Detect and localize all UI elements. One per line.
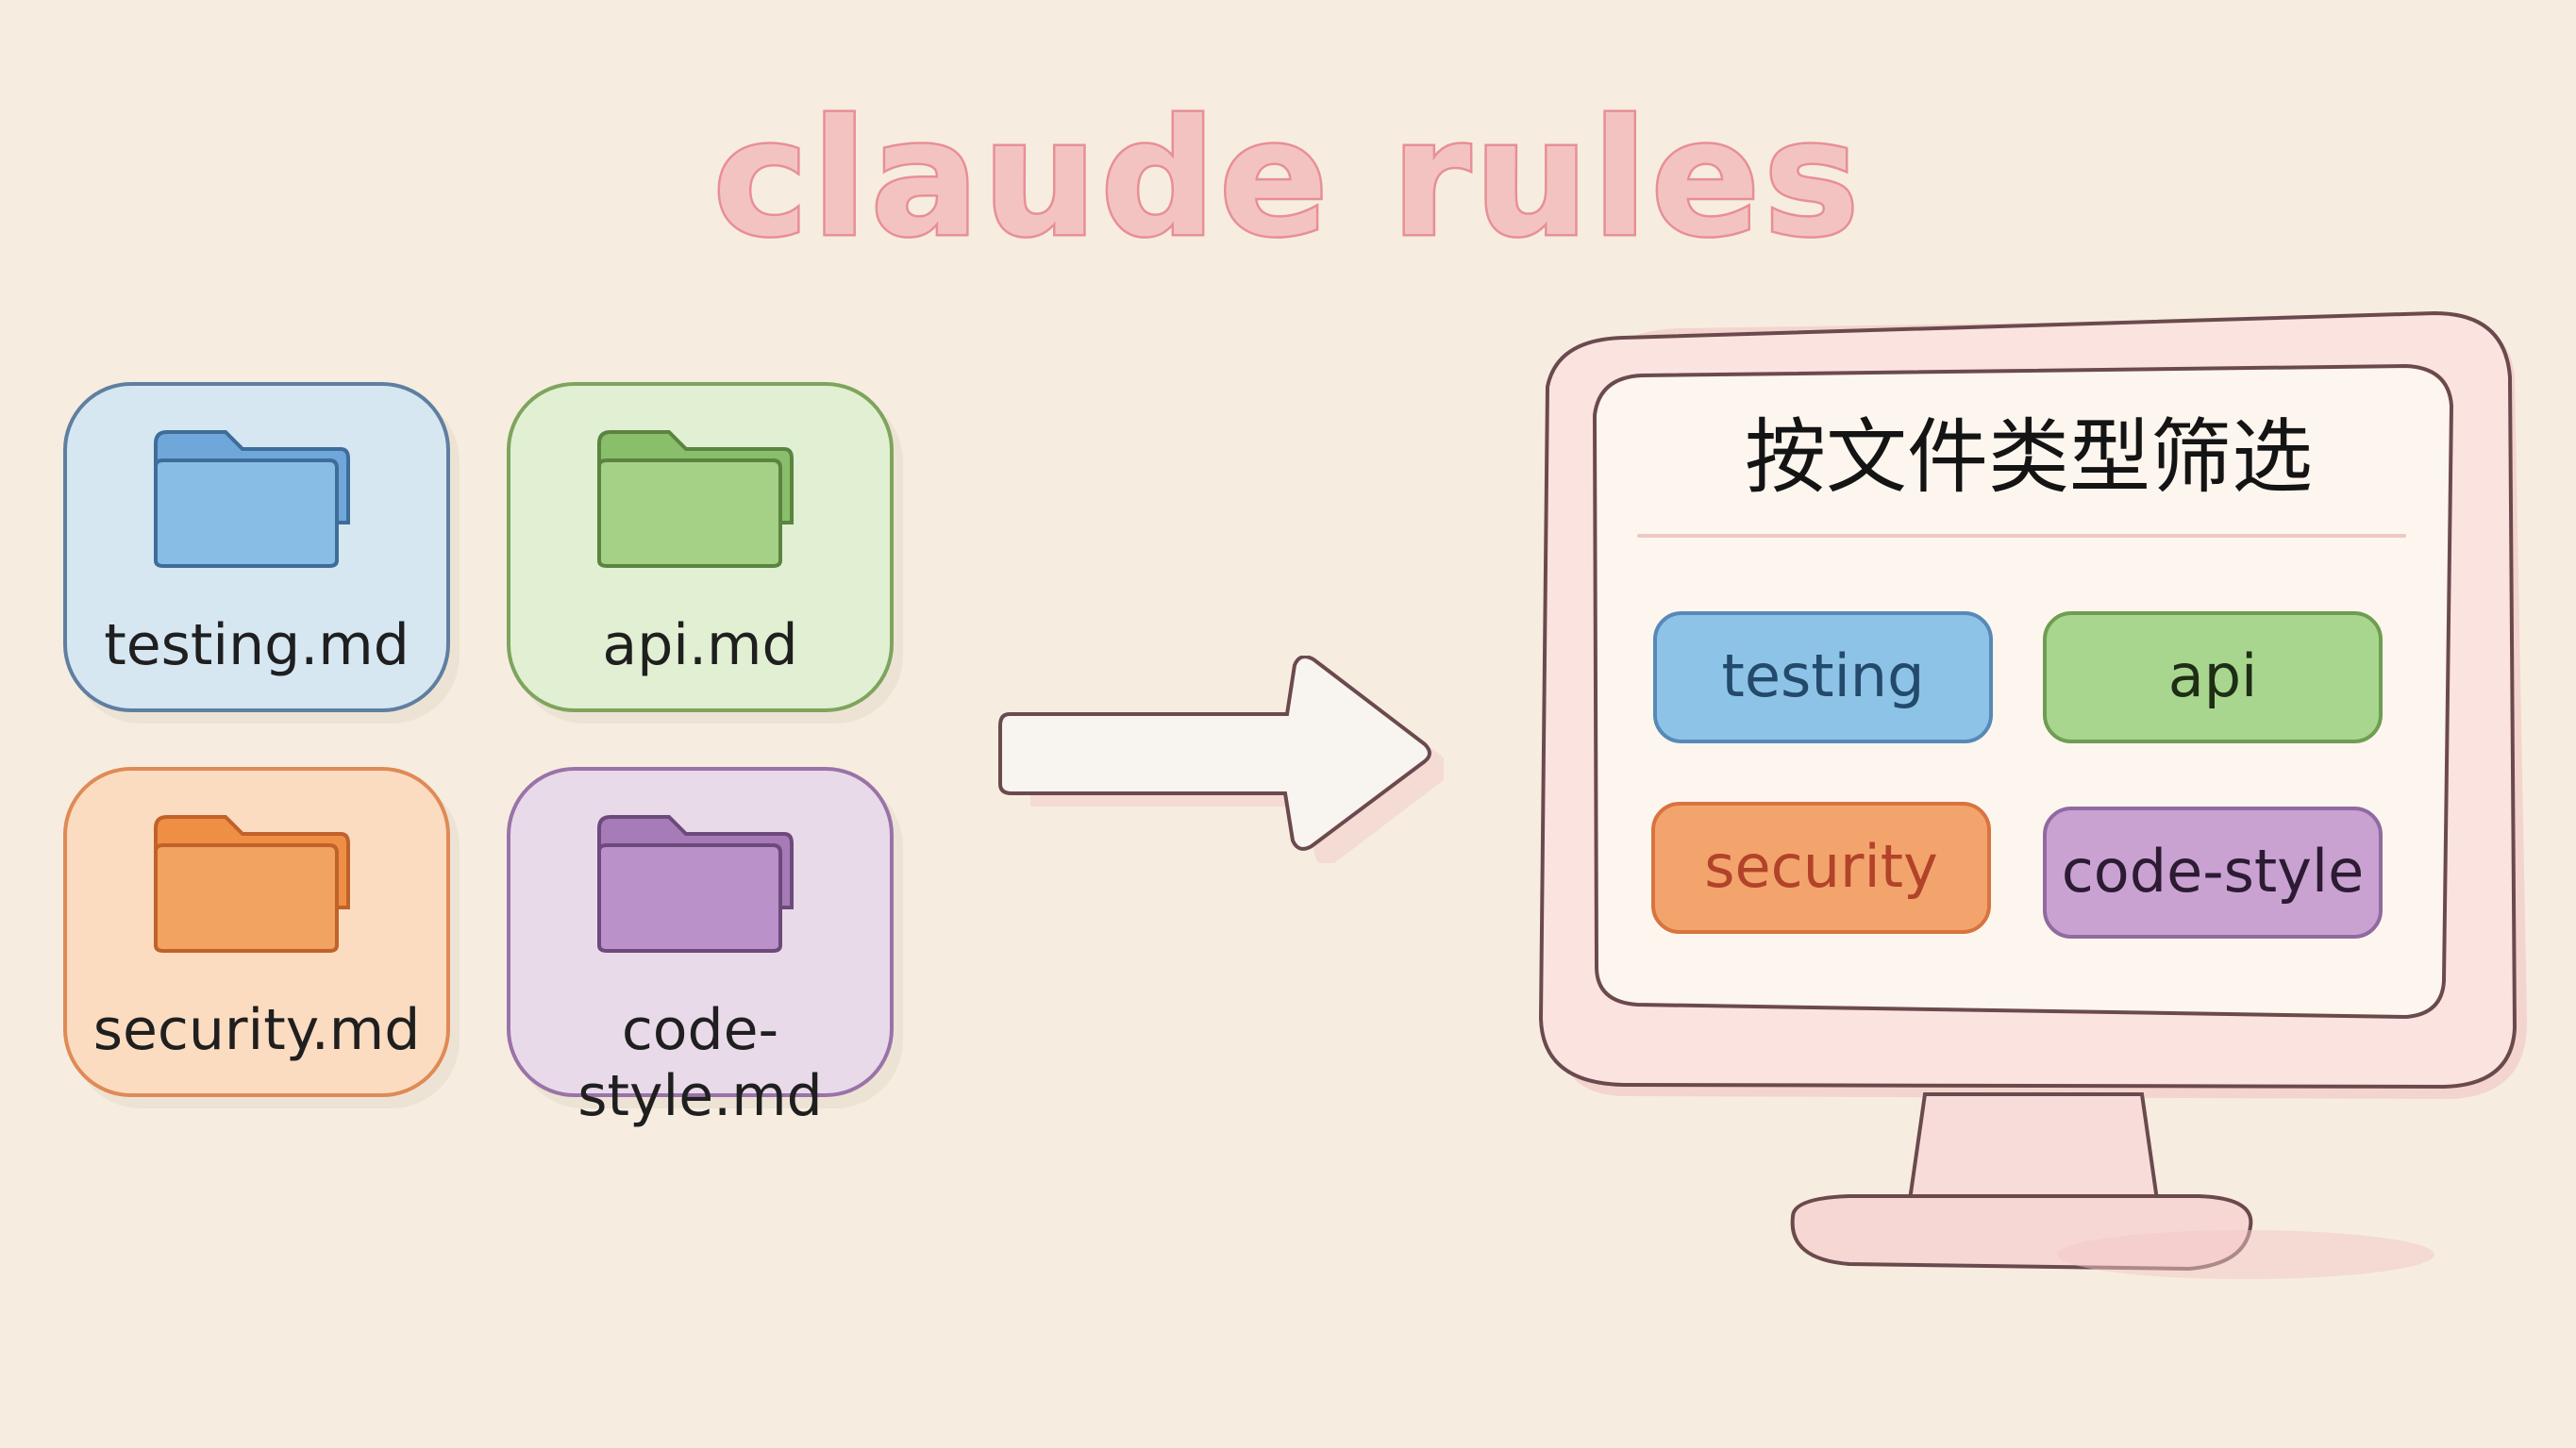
file-label: api.md: [602, 612, 798, 678]
file-card-code-style: code-style.md: [507, 767, 894, 1129]
tag-testing[interactable]: testing: [1653, 611, 1993, 743]
arrow-right-icon: [998, 656, 1444, 863]
page-title: claude rules: [711, 84, 1864, 275]
file-label: testing.md: [104, 612, 410, 678]
folder-icon: [597, 815, 794, 953]
file-label: code-style.md: [577, 997, 823, 1129]
tag-security[interactable]: security: [1651, 802, 1991, 934]
file-card-api: api.md: [507, 382, 894, 712]
file-label: security.md: [92, 997, 421, 1063]
divider: [1637, 534, 2406, 538]
filter-heading: 按文件类型筛选: [1745, 410, 2313, 505]
file-card-security: security.md: [63, 767, 450, 1097]
folder-icon: [154, 430, 350, 568]
folder-icon: [597, 430, 794, 568]
tag-api[interactable]: api: [2043, 611, 2383, 743]
folder-icon: [154, 815, 350, 953]
file-card-testing: testing.md: [63, 382, 450, 712]
tag-code-style[interactable]: code-style: [2043, 807, 2383, 939]
